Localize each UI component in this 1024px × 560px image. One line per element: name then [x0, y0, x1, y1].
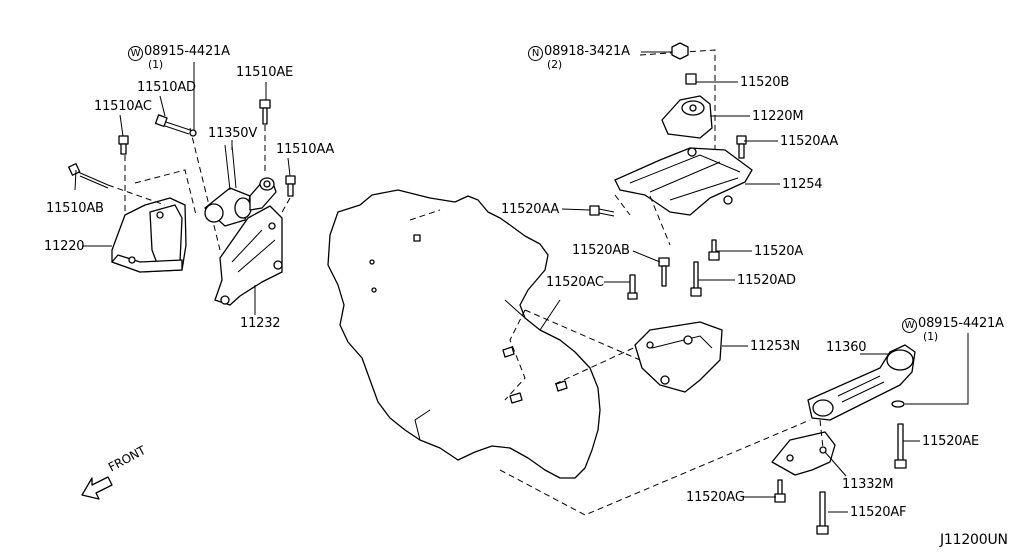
label-11520AF: 11520AF	[850, 505, 907, 520]
callout-08915-left-qty: (1)	[148, 58, 163, 71]
bolt-11510AC	[118, 135, 129, 155]
diagram-id: J11200UN	[940, 532, 1008, 548]
mount-11220M	[661, 95, 713, 139]
bolt-11520AB	[658, 257, 670, 287]
bracket-11332M	[771, 419, 836, 476]
label-11510AB: 11510AB	[46, 201, 104, 216]
bolt-11520AA-left	[589, 205, 615, 217]
engine-block	[327, 189, 601, 479]
bracket-11253N	[634, 321, 723, 393]
label-11220: 11220	[44, 239, 85, 254]
bolt-11520AD	[690, 261, 702, 297]
nut-11520B	[685, 73, 697, 85]
nut-08918	[671, 42, 689, 60]
bolt-11510AB	[68, 163, 109, 189]
bolt-11520AE	[894, 423, 907, 469]
bolt-11520AG	[774, 479, 786, 503]
callout-08915-right-qty: (1)	[923, 330, 938, 343]
label-11360: 11360	[826, 340, 867, 355]
label-11232: 11232	[240, 316, 281, 331]
leader-lines	[74, 51, 969, 513]
label-11520AC: 11520AC	[546, 275, 604, 290]
bolt-11510AD	[154, 114, 197, 137]
label-11253N: 11253N	[750, 339, 800, 354]
label-11520AA-right: 11520AA	[780, 134, 839, 149]
label-11520AA-left: 11520AA	[501, 202, 560, 217]
bolt-11520AC	[627, 274, 638, 300]
bracket-11254	[614, 147, 753, 246]
label-11520AG: 11520AG	[686, 490, 745, 505]
label-11520B: 11520B	[740, 75, 790, 90]
bolt-11510AE	[259, 99, 271, 175]
callout-08918-qty: (2)	[547, 58, 562, 71]
label-11510AC: 11510AC	[94, 99, 152, 114]
label-11220M: 11220M	[752, 109, 804, 124]
bracket-11232	[214, 205, 283, 306]
label-11332M: 11332M	[842, 477, 894, 492]
rod-11360	[807, 344, 916, 421]
bolt-11520AF	[816, 491, 829, 535]
front-arrow-icon	[81, 476, 113, 500]
label-11520AB: 11520AB	[572, 243, 630, 258]
label-11510AE: 11510AE	[236, 65, 294, 80]
label-11510AD: 11510AD	[137, 80, 196, 95]
bolt-11520A	[708, 239, 720, 261]
label-11254: 11254	[782, 177, 823, 192]
washer-08915-right	[891, 400, 905, 408]
label-11510AA: 11510AA	[276, 142, 335, 157]
mount-11220	[111, 197, 187, 273]
damper-11350V	[204, 144, 277, 227]
bolt-11520AA-right	[736, 135, 747, 159]
label-11520AD: 11520AD	[737, 273, 796, 288]
attachment-lines	[409, 209, 811, 516]
label-11520A: 11520A	[754, 244, 804, 259]
label-11520AE: 11520AE	[922, 434, 980, 449]
label-11350V: 11350V	[208, 126, 258, 141]
